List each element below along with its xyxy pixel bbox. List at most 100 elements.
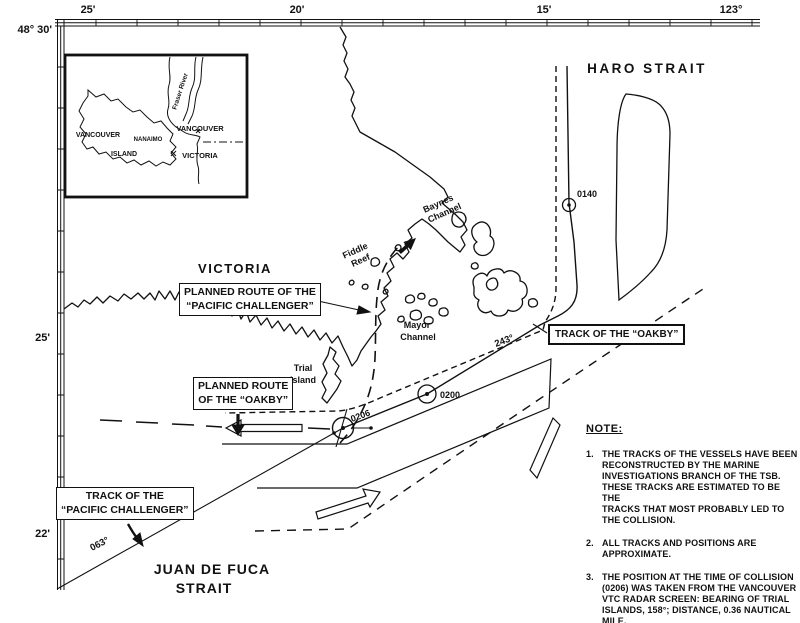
dash-segment xyxy=(99,419,123,422)
note-line: TRACKS THAT MOST PROBABLY LED TO xyxy=(602,504,785,514)
top-tick-label-25: 25' xyxy=(81,4,96,16)
label-baynes-channel: Baynes Channel xyxy=(421,193,462,225)
inset-label-nanaimo: NANAIMO xyxy=(134,137,163,143)
coastline-trial-island xyxy=(321,346,342,404)
note-line: RECONSTRUCTED BY THE MARINE xyxy=(602,460,760,470)
label-mayor-1: Mayor xyxy=(404,320,431,330)
top-tick-label-15: 15' xyxy=(537,4,552,16)
note-line: MILE. xyxy=(602,616,627,623)
inset-border xyxy=(63,53,249,199)
scale-bars xyxy=(55,19,760,590)
dash-segment xyxy=(135,421,159,424)
bearing-line xyxy=(335,408,348,448)
callout-line-1: TRACK OF THE “OAKBY” xyxy=(555,329,679,340)
oakby-planned-west-leg xyxy=(99,419,331,430)
tss-south-boundary-dashed xyxy=(254,288,704,532)
callout-line-2: “PACIFIC CHALLENGER” xyxy=(186,299,314,312)
note-line: ISLANDS, 158°; DISTANCE, 0.36 NAUTICAL xyxy=(602,605,791,615)
dash-segment xyxy=(171,423,195,426)
callout-line-2: “PACIFIC CHALLENGER” xyxy=(61,503,189,516)
callout-planned-route-pacific-challenger: PLANNED ROUTE OF THE “PACIFIC CHALLENGER… xyxy=(179,283,321,317)
label-trial-2: Island xyxy=(290,375,316,385)
oakby-track-line xyxy=(342,65,578,429)
label-juan-de-fuca-2: STRAIT xyxy=(176,580,233,596)
note-line: ALL TRACKS AND POSITIONS ARE xyxy=(602,538,757,548)
arrowhead xyxy=(403,238,416,251)
left-tick-label-22: 22' xyxy=(35,528,50,540)
note-item-3: 3. THE POSITION AT THE TIME OF COLLISION… xyxy=(586,572,800,623)
marker-0200: 0200 xyxy=(417,384,460,404)
inset-label-victoria: VICTORIA xyxy=(182,151,218,160)
note-item-number: 3. xyxy=(586,572,594,582)
note-line: THE TRACKS OF THE VESSELS HAVE BEEN xyxy=(602,449,798,459)
track-dot xyxy=(332,431,336,435)
top-tick-label-20: 20' xyxy=(290,4,305,16)
leader-arrowhead-planned-oakby xyxy=(231,424,245,436)
callout-leaders xyxy=(126,300,548,548)
islets-fiddle-reef xyxy=(348,244,402,295)
leader-line-track-pc xyxy=(126,523,138,539)
note-item-number: 2. xyxy=(586,538,594,548)
dash-segment xyxy=(307,427,331,430)
arrow-shaft xyxy=(398,244,410,255)
island-chatham xyxy=(472,268,528,317)
label-trial-1: Trial xyxy=(294,363,313,373)
dash-segment xyxy=(205,425,223,428)
islet-east xyxy=(527,298,539,308)
note-item-2: 2. ALL TRACKS AND POSITIONS ARE APPROXIM… xyxy=(586,538,800,560)
islands-baynes xyxy=(451,211,495,270)
haro-separation-zone xyxy=(615,93,671,302)
inset-fraser-river xyxy=(182,56,204,125)
label-fiddle-reef: Fiddle Reef xyxy=(341,241,372,269)
islets-mayor-channel xyxy=(397,292,449,325)
separation-zone-east-piece xyxy=(529,416,561,480)
note-line: THESE TRACKS ARE ESTIMATED TO BE THE xyxy=(602,482,781,503)
callout-line-1: PLANNED ROUTE OF THE xyxy=(184,286,316,298)
leader-line-track-oakby xyxy=(532,323,548,334)
inset-map: VANCOUVER ISLAND NANAIMO VANCOUVER VICTO… xyxy=(63,53,249,199)
separation-zone-boundary xyxy=(222,358,552,489)
label-juan-de-fuca-1: JUAN DE FUCA xyxy=(154,561,270,577)
note-block: NOTE: 1. THE TRACKS OF THE VESSELS HAVE … xyxy=(586,424,800,623)
callout-planned-route-oakby: PLANNED ROUTE OF THE “OAKBY” xyxy=(193,377,294,411)
time-label-0140: 0140 xyxy=(577,189,597,199)
inset-label-vancouver-city: VANCOUVER xyxy=(176,124,224,133)
note-item-1: 1. THE TRACKS OF THE VESSELS HAVE BEEN R… xyxy=(586,449,800,526)
inset-vancouver-island xyxy=(78,88,177,167)
note-line: APPROXIMATE. xyxy=(602,549,672,559)
corner-lat-label: 48° 30' xyxy=(17,24,52,36)
leader-arrowhead-track-pc xyxy=(132,532,144,548)
callout-line-2: OF THE “OAKBY” xyxy=(198,393,289,406)
position-circle xyxy=(331,416,355,440)
note-item-text: THE POSITION AT THE TIME OF COLLISION (0… xyxy=(602,572,796,623)
position-circle xyxy=(417,384,437,404)
note-line: THE POSITION AT THE TIME OF COLLISION xyxy=(602,572,794,582)
pc-track-line xyxy=(56,427,344,590)
note-item-text: THE TRACKS OF THE VESSELS HAVE BEEN RECO… xyxy=(602,449,800,526)
callout-line-1: TRACK OF THE xyxy=(85,490,164,502)
inset-city-marks xyxy=(170,128,201,157)
note-line: THE COLLISION. xyxy=(602,515,676,525)
callout-track-oakby: TRACK OF THE “OAKBY” xyxy=(548,324,686,345)
leader-line-planned-pc xyxy=(317,300,360,311)
inset-mainland-coast xyxy=(167,56,201,185)
oakby-planned-route-dashed xyxy=(224,66,557,414)
course-label-pc: 063° xyxy=(88,535,111,554)
note-line: VTC RADAR SCREEN: BEARING OF TRIAL xyxy=(602,594,790,604)
traffic-separation-scheme xyxy=(222,288,704,532)
note-item-number: 1. xyxy=(586,449,594,459)
top-scale-ticks xyxy=(95,19,753,26)
position-circle xyxy=(561,197,577,213)
label-haro-strait: HARO STRAIT xyxy=(587,61,707,76)
position-dot xyxy=(425,392,429,396)
note-heading: NOTE: xyxy=(586,423,623,435)
inset-label-vancouver-island-1: VANCOUVER xyxy=(76,132,120,139)
inset-label-vancouver-island-2: ISLAND xyxy=(111,151,137,158)
position-dot xyxy=(567,203,571,207)
leader-arrowhead-planned-pc xyxy=(356,305,372,315)
top-scale-bar xyxy=(55,19,760,27)
eastbound-lane-arrow xyxy=(315,488,382,520)
westbound-lane-arrow xyxy=(224,419,303,437)
callout-line-1: PLANNED ROUTE xyxy=(198,380,289,392)
